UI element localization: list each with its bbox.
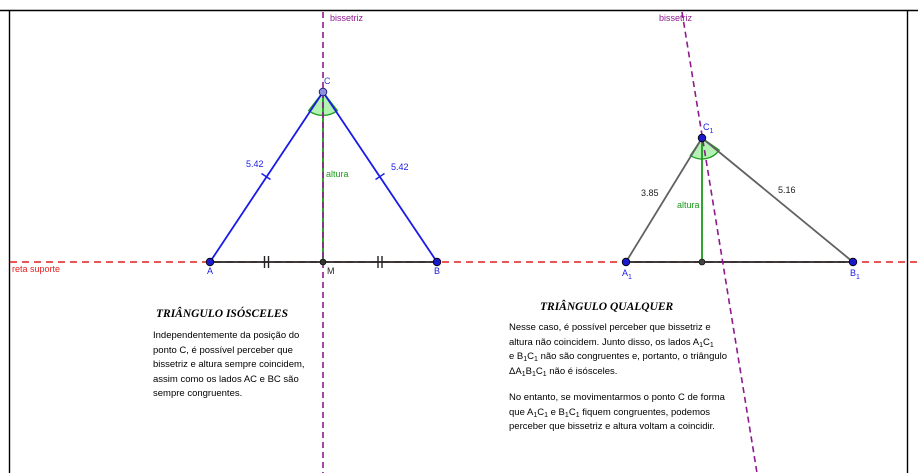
point-a1-label: A1 — [622, 268, 632, 281]
scalene-p2-line-3: perceber que bissetriz e altura voltam a… — [509, 421, 715, 432]
point-b[interactable] — [432, 257, 442, 267]
point-c1-label: C1 — [703, 122, 714, 135]
point-c[interactable] — [318, 87, 328, 97]
side-b1c1[interactable] — [701, 137, 854, 263]
isosceles-line-3: bissetriz e altura sempre coincidem, — [153, 359, 305, 370]
paragraph-spacer — [509, 379, 727, 391]
scalene-p2-line-2: que A1C1 e B1C1 fiquem congruentes, pode… — [509, 406, 711, 419]
scalene-p1-line-4: ΔA1B1C1 não é isósceles. — [509, 365, 618, 378]
scalene-p2-line-1: No entanto, se movimentarmos o ponto C d… — [509, 392, 725, 403]
point-foot[interactable] — [698, 258, 706, 266]
tick-bc — [375, 172, 385, 181]
scalene-p1-line-3: e B1C1 não são congruentes e, portanto, … — [509, 351, 728, 363]
point-m-label: M — [327, 266, 335, 276]
tick-ac — [261, 172, 271, 181]
isosceles-line-5: sempre congruentes. — [153, 388, 243, 399]
point-m[interactable] — [319, 258, 327, 266]
height-left-label: altura — [326, 169, 349, 179]
isosceles-line-4: assim como os lados AC e BC são — [153, 373, 299, 385]
point-c1[interactable] — [697, 133, 707, 143]
bisector-left-label: bissetriz — [330, 13, 364, 23]
side-bc-length: 5.42 — [391, 162, 409, 172]
point-a-label: A — [207, 266, 213, 276]
isosceles-line-2: ponto C, é possível perceber que — [153, 344, 293, 356]
height-right-label: altura — [677, 200, 700, 210]
isosceles-title: TRIÂNGULO ISÓSCELES — [156, 308, 288, 320]
side-a1c1[interactable] — [625, 137, 703, 263]
side-ac-length: 5.42 — [246, 159, 264, 169]
side-a1c1-length: 3.85 — [641, 188, 659, 198]
point-b1-label: B1 — [850, 268, 860, 281]
side-b1c1-length: 5.16 — [778, 185, 796, 195]
bisector-right[interactable] — [681, 11, 758, 473]
scalene-p1-line-1: Nesse caso, é possível perceber que biss… — [509, 322, 711, 333]
point-c-label: C — [324, 76, 331, 86]
isosceles-description: Independentemente da posição do ponto C,… — [153, 329, 305, 402]
point-a1[interactable] — [621, 257, 631, 267]
point-a[interactable] — [205, 257, 215, 267]
support-line-label: reta suporte — [12, 264, 60, 274]
scalene-title: TRIÂNGULO QUALQUER — [540, 301, 674, 313]
scalene-p1-line-2: altura não coincidem. Junto disso, os la… — [509, 336, 714, 349]
scalene-description: Nesse caso, é possível perceber que biss… — [509, 321, 727, 435]
isosceles-line-1: Independentemente da posição do — [153, 330, 300, 341]
bisector-right-label: bissetriz — [659, 13, 693, 23]
point-b-label: B — [434, 266, 440, 276]
point-b1[interactable] — [848, 257, 858, 267]
